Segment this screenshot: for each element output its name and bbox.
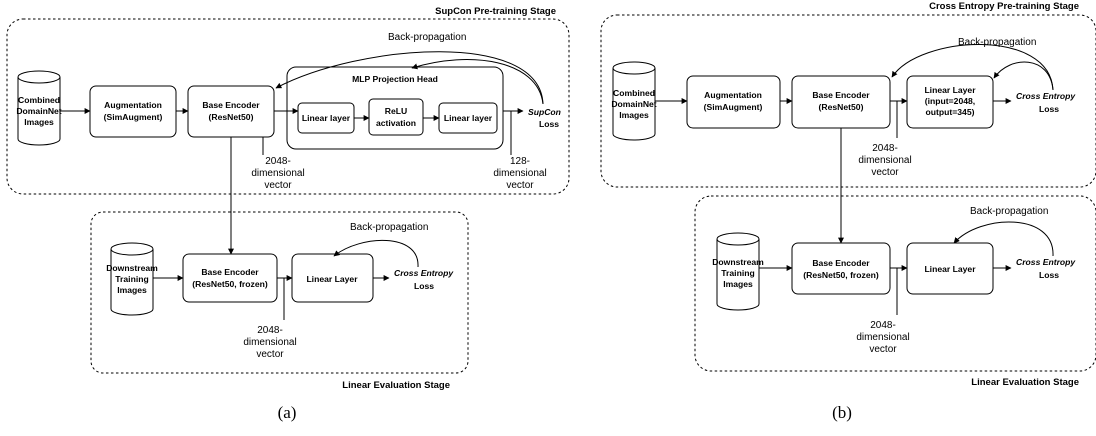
mlp-projection-head-title: MLP Projection Head — [352, 74, 438, 84]
backprop-arrow-to-linear-b — [993, 61, 1054, 91]
caption-b: (b) — [832, 403, 852, 422]
backprop-arrow-to-head — [411, 59, 544, 105]
frozen-base-encoder-box-b: Base Encoder(ResNet50, frozen) — [791, 242, 891, 295]
backprop-label-bottom-a: Back-propagation — [350, 222, 428, 233]
svg-text:Base Encoder(ResNet50): Base Encoder(ResNet50) — [202, 100, 260, 122]
svg-text:Augmentation(SimAugment): Augmentation(SimAugment) — [104, 100, 163, 122]
backprop-label-bottom-b: Back-propagation — [970, 206, 1048, 217]
pretraining-stage-region-b — [600, 14, 1096, 188]
caption-a: (a) — [278, 403, 297, 422]
svg-text:Base Encoder(ResNet50): Base Encoder(ResNet50) — [812, 90, 870, 112]
svg-text:Base Encoder(ResNet50, frozen): Base Encoder(ResNet50, frozen) — [803, 258, 879, 280]
linear-layer-box-a: Linear Layer — [291, 253, 374, 303]
svg-text:Linear Layer: Linear Layer — [306, 274, 358, 284]
augmentation-box-b: Augmentation(SimAugment) — [686, 75, 781, 129]
panel-b: Cross Entropy Pre-training Stage Combine… — [600, 1, 1096, 422]
svg-text:Augmentation(SimAugment): Augmentation(SimAugment) — [704, 90, 763, 112]
base-encoder-box: Base Encoder(ResNet50) — [187, 85, 275, 138]
svg-text:SupCon: SupCon — [528, 107, 561, 117]
svg-text:Linear layer: Linear layer — [444, 113, 493, 123]
linear-layer-1-box: Linear layer — [297, 102, 355, 134]
svg-text:Loss: Loss — [1039, 270, 1059, 280]
svg-text:Cross Entropy: Cross Entropy — [1016, 91, 1076, 101]
evaluation-stage-region-b — [694, 195, 1096, 372]
backprop-label-top-a: Back-propagation — [388, 32, 466, 43]
pretraining-stage-title: SupCon Pre-training Stage — [435, 6, 556, 17]
svg-text:Linear Layer: Linear Layer — [924, 264, 976, 274]
evaluation-stage-title-b: Linear Evaluation Stage — [971, 377, 1079, 388]
evaluation-stage-region — [90, 211, 469, 374]
linear-layer-2-box: Linear layer — [438, 102, 498, 134]
backprop-label-top-b: Back-propagation — [958, 37, 1036, 48]
svg-text:Loss: Loss — [414, 281, 434, 291]
svg-text:Base Encoder(ResNet50, frozen): Base Encoder(ResNet50, frozen) — [192, 267, 268, 289]
cross-entropy-loss-label-a: Cross Entropy Loss — [394, 268, 454, 291]
linear-layer-box-b-top: Linear Layer(input=2048,output=345) — [906, 75, 994, 129]
supcon-loss-label: SupCon Loss — [528, 107, 561, 129]
augmentation-box: Augmentation(SimAugment) — [89, 85, 177, 138]
pretraining-stage-region — [6, 18, 570, 195]
backprop-arrow-bottom-b — [953, 221, 1054, 257]
svg-text:Cross Entropy: Cross Entropy — [1016, 257, 1076, 267]
backprop-arrow-to-encoder-b — [891, 44, 1054, 91]
evaluation-stage-title: Linear Evaluation Stage — [342, 380, 450, 391]
svg-text:Linear layer: Linear layer — [302, 113, 351, 123]
linear-layer-box-b-bottom: Linear Layer — [906, 242, 994, 295]
backprop-arrow-to-encoder — [275, 51, 544, 105]
svg-text:Loss: Loss — [539, 119, 559, 129]
base-encoder-box-b: Base Encoder(ResNet50) — [791, 75, 891, 129]
backprop-arrow-bottom-a — [333, 240, 419, 268]
svg-text:Loss: Loss — [1039, 104, 1059, 114]
frozen-base-encoder-box: Base Encoder(ResNet50, frozen) — [182, 253, 278, 303]
cross-entropy-loss-label-b-top: Cross Entropy Loss — [1016, 91, 1076, 114]
svg-text:Cross Entropy: Cross Entropy — [394, 268, 454, 278]
cross-entropy-loss-label-b-bottom: Cross Entropy Loss — [1016, 257, 1076, 280]
svg-text:Linear Layer(input=2048,output: Linear Layer(input=2048,output=345) — [924, 85, 976, 117]
pretraining-stage-title-b: Cross Entropy Pre-training Stage — [929, 1, 1079, 12]
